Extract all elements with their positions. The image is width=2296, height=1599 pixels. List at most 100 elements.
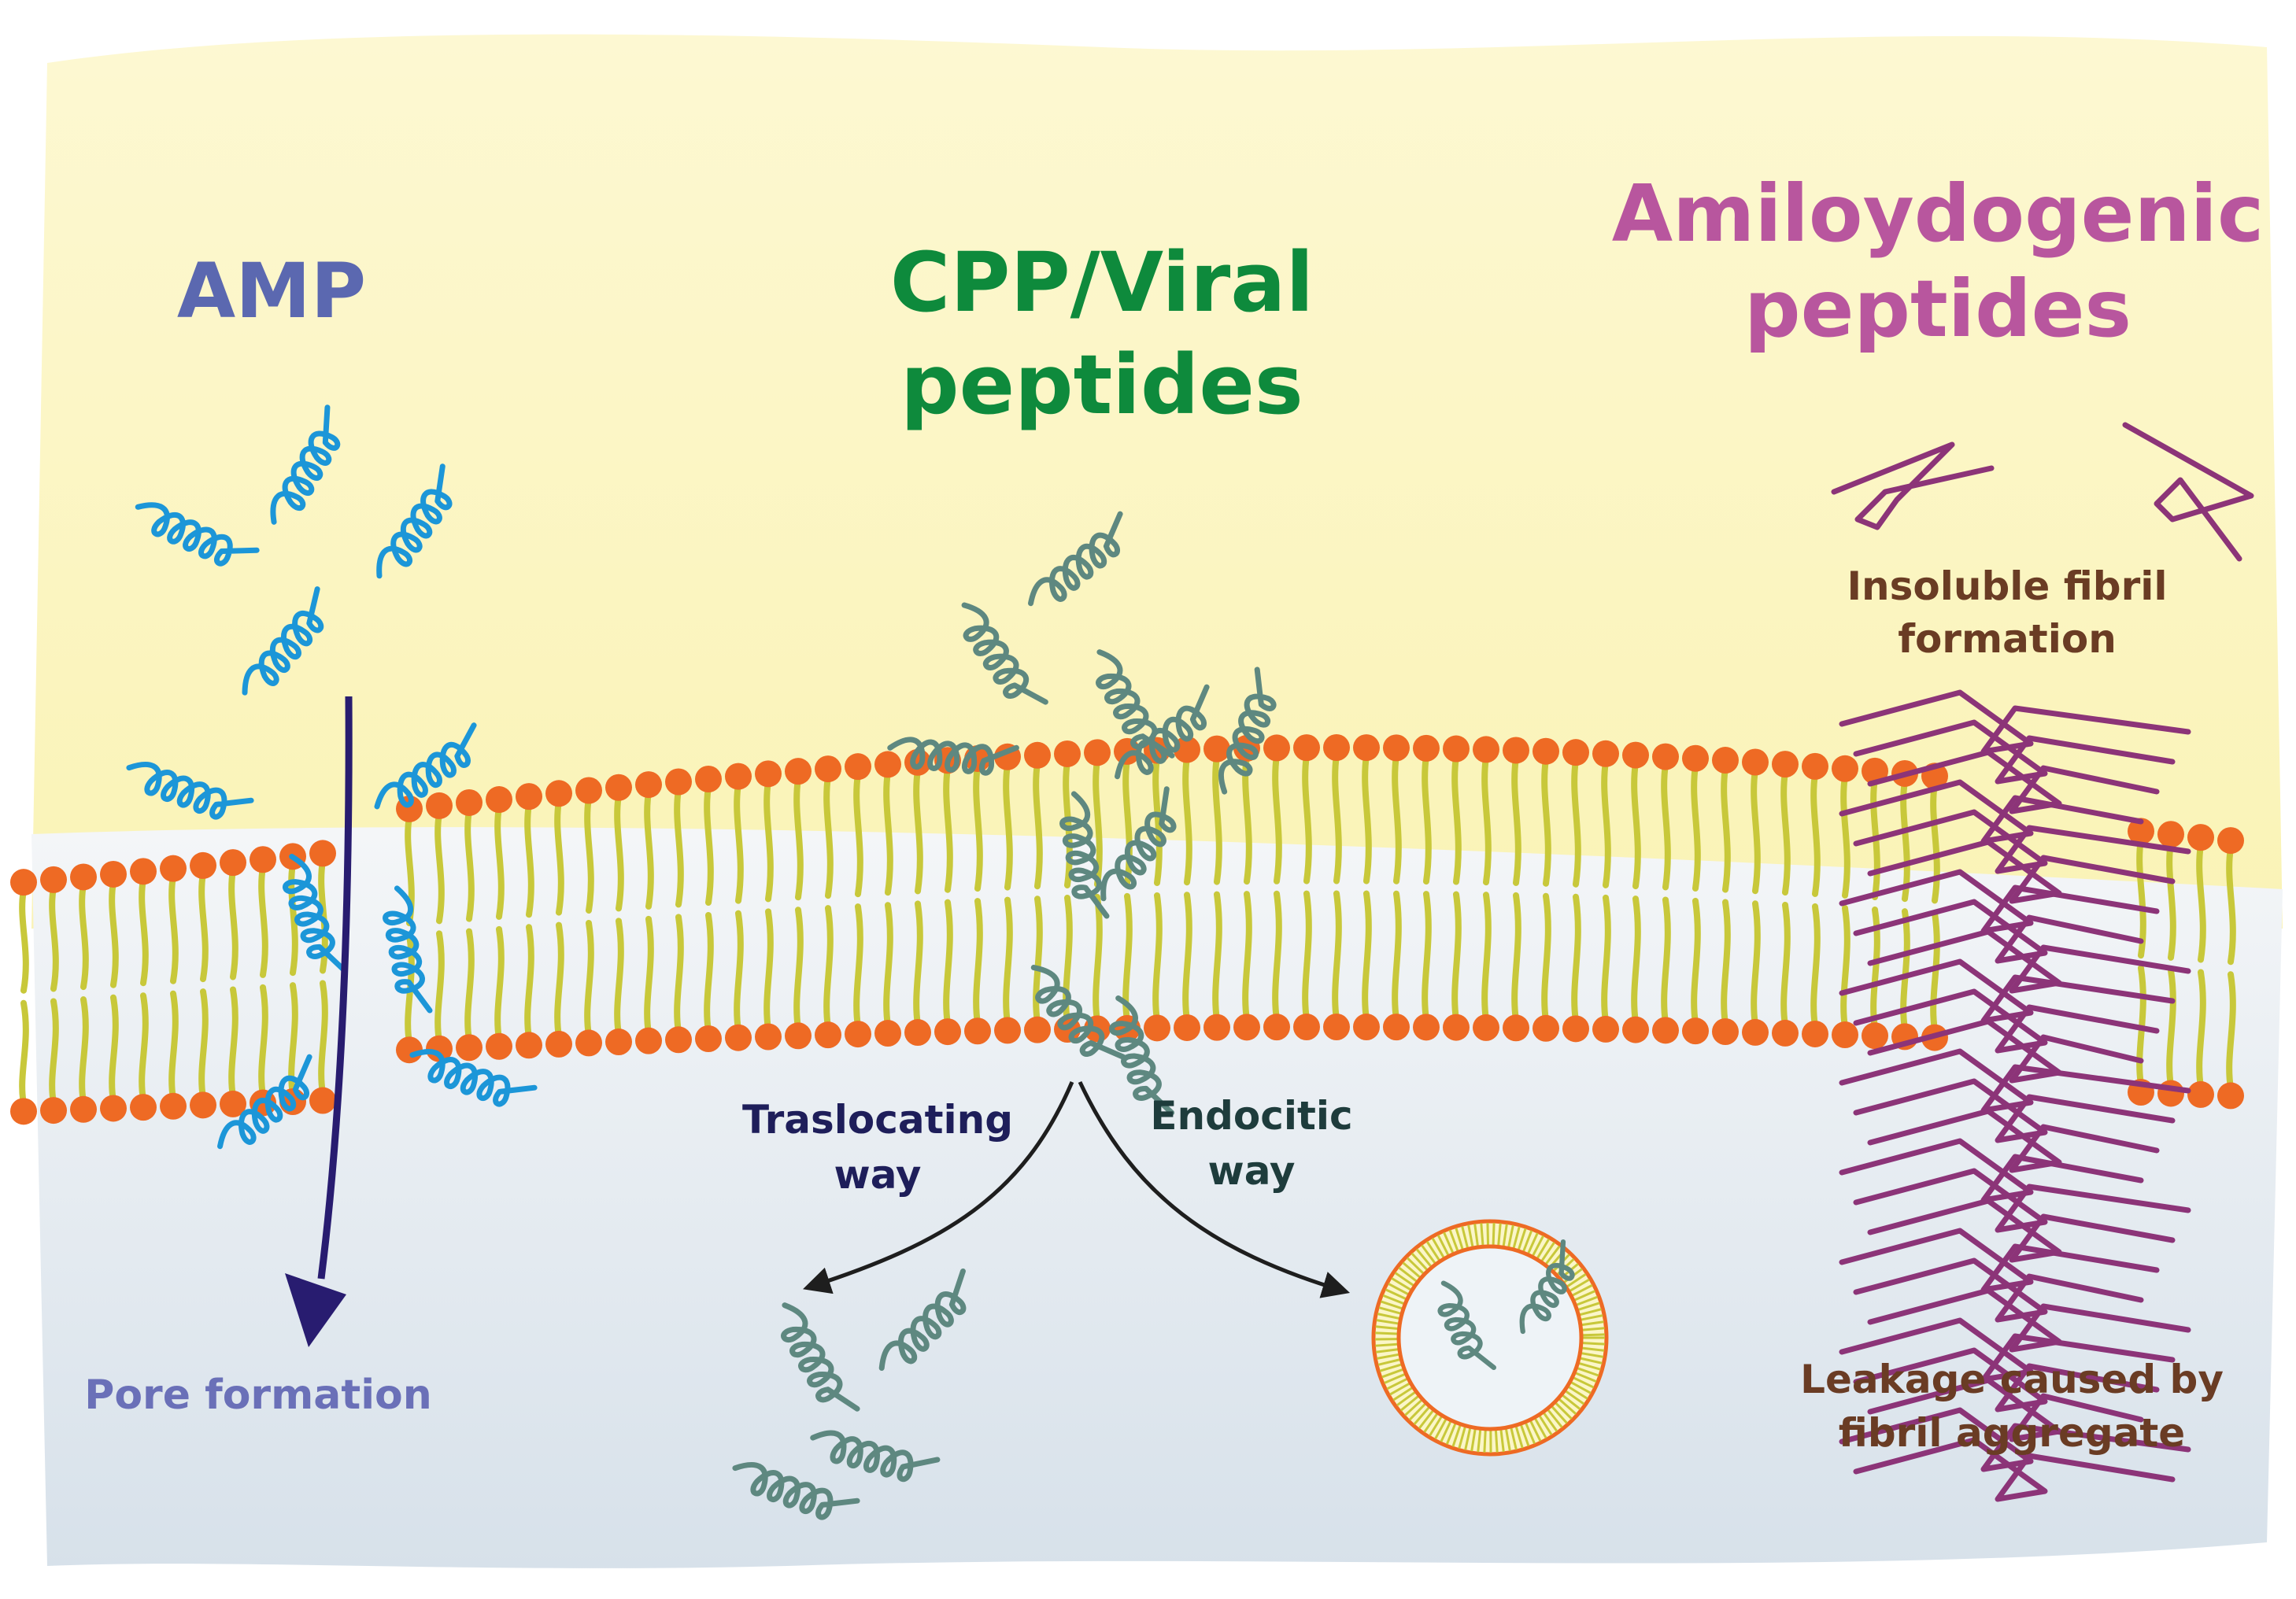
lipid-head xyxy=(1533,737,1559,765)
extracellular-region xyxy=(31,34,2283,929)
lipid-head xyxy=(845,753,871,781)
fibril-icon xyxy=(1867,749,2160,814)
lipid-tail xyxy=(494,925,505,1042)
lipid-head xyxy=(2217,1082,2244,1110)
lipid-tail xyxy=(2136,836,2146,959)
lipid-head xyxy=(40,1097,67,1124)
lipid-head xyxy=(426,792,453,819)
arrows xyxy=(285,696,1351,1347)
lipid-tail xyxy=(973,898,983,1027)
fibril-icon xyxy=(1867,1198,2176,1263)
lipid-tail xyxy=(288,861,298,977)
lipid-head xyxy=(309,1087,336,1114)
lipid-head xyxy=(130,1094,157,1121)
lipid-head xyxy=(1562,739,1589,766)
lipid-head xyxy=(575,777,602,804)
lipid-tail xyxy=(614,792,624,912)
lipid-tail xyxy=(49,884,59,992)
lipid-head xyxy=(1832,1021,1858,1049)
lipid-tail xyxy=(1751,766,1761,895)
lipid-bilayer xyxy=(10,734,2244,1125)
helix-coil xyxy=(1437,1280,1496,1371)
vesicle-lipid xyxy=(1440,1421,1452,1442)
lipid-tail xyxy=(763,778,774,903)
vesicle-lipid xyxy=(1391,1277,1411,1291)
lipid-tail xyxy=(1661,896,1671,1026)
pore-formation-label: Pore formation xyxy=(84,1372,432,1419)
alpha-helix-icon xyxy=(1096,649,1175,759)
lipid-tail xyxy=(1122,755,1133,887)
vesicle-lipid xyxy=(1527,1232,1539,1254)
lipid-tail xyxy=(79,881,89,991)
endocitic-label-line1: Endocitic xyxy=(1150,1093,1352,1139)
lipid-head xyxy=(190,851,216,879)
vesicle-lipid xyxy=(1415,1248,1432,1268)
lipid-head xyxy=(874,751,901,778)
helix-coil xyxy=(1109,995,1175,1116)
lipid-head xyxy=(396,1036,423,1064)
lipid-tail xyxy=(1721,765,1731,893)
lipid-tail xyxy=(1751,900,1761,1028)
lipid-tail xyxy=(139,876,149,987)
lipid-tail xyxy=(1930,910,1940,1033)
vesicle-lipid xyxy=(1522,1230,1533,1252)
alpha-helix-icon xyxy=(1059,791,1110,919)
lipid-head xyxy=(2187,824,2214,851)
helix-coil xyxy=(732,1462,860,1520)
lipid-head xyxy=(100,860,127,888)
fibril-icon xyxy=(1867,1108,2160,1173)
vesicle-lipid xyxy=(1389,1382,1411,1396)
lipid-tail xyxy=(1780,902,1791,1028)
vesicle-lipid xyxy=(1580,1357,1603,1365)
lipid-tail xyxy=(1422,891,1432,1023)
vesicle-lipid xyxy=(1404,1399,1422,1416)
helix-coil xyxy=(1030,965,1126,1060)
vesicle-lipid xyxy=(1551,1405,1568,1424)
lipid-tail xyxy=(1810,770,1821,897)
fibril-icon xyxy=(1867,1287,2191,1353)
alpha-helix-icon xyxy=(270,404,341,525)
vesicle-lipid xyxy=(1386,1378,1407,1390)
lipid-head xyxy=(1144,1014,1170,1042)
vesicle-lipid xyxy=(1543,1413,1558,1432)
lipid-tail xyxy=(19,999,29,1107)
vesicle-lipid xyxy=(1388,1283,1409,1295)
lipid-tail xyxy=(524,801,534,918)
vesicle-lipid xyxy=(1480,1223,1484,1246)
lipid-tail xyxy=(79,996,89,1105)
vesicle-lipid xyxy=(1534,1418,1547,1439)
lipid-tail xyxy=(2226,971,2236,1091)
vesicle-lipid xyxy=(1379,1363,1402,1372)
cpp-title-line1: CPP/Viral xyxy=(890,234,1314,331)
lipid-head xyxy=(785,758,812,785)
helix-coil xyxy=(1115,684,1210,780)
vesicle-lipid xyxy=(1532,1235,1544,1257)
vesicle-lipid xyxy=(1545,1245,1561,1265)
vesicle-lipid xyxy=(1396,1391,1416,1407)
lipid-tail xyxy=(1302,752,1312,884)
vesicle-lipid xyxy=(1514,1426,1524,1449)
lipid-head xyxy=(70,863,97,891)
vesicle-lipid xyxy=(1473,1224,1479,1246)
leakage-label-line2: fibril aggregate xyxy=(1839,1410,2185,1456)
lipid-tail xyxy=(554,921,564,1040)
vesicle-lipid xyxy=(1418,1410,1434,1429)
lipid-tail xyxy=(494,804,505,920)
helix-coil xyxy=(409,1049,538,1107)
alpha-helix-icon xyxy=(283,853,349,974)
vesicle-lipid xyxy=(1380,1300,1403,1310)
vesicle-lipid xyxy=(1411,1252,1428,1271)
lipid-head xyxy=(516,783,542,811)
lipid-head xyxy=(1383,1014,1410,1041)
lipid-tail xyxy=(1631,759,1641,890)
lipid-tail xyxy=(1033,896,1043,1025)
lipid-tail xyxy=(1571,893,1581,1025)
vesicle-lipid xyxy=(1538,1415,1553,1436)
lipid-tail xyxy=(2196,969,2206,1090)
lipid-tail xyxy=(1900,777,1910,903)
lipid-tail xyxy=(1631,896,1641,1025)
lipid-tail xyxy=(734,781,744,904)
lipid-tail xyxy=(1392,890,1402,1023)
helix-coil xyxy=(283,853,349,974)
fibril-icon xyxy=(1867,839,2176,904)
